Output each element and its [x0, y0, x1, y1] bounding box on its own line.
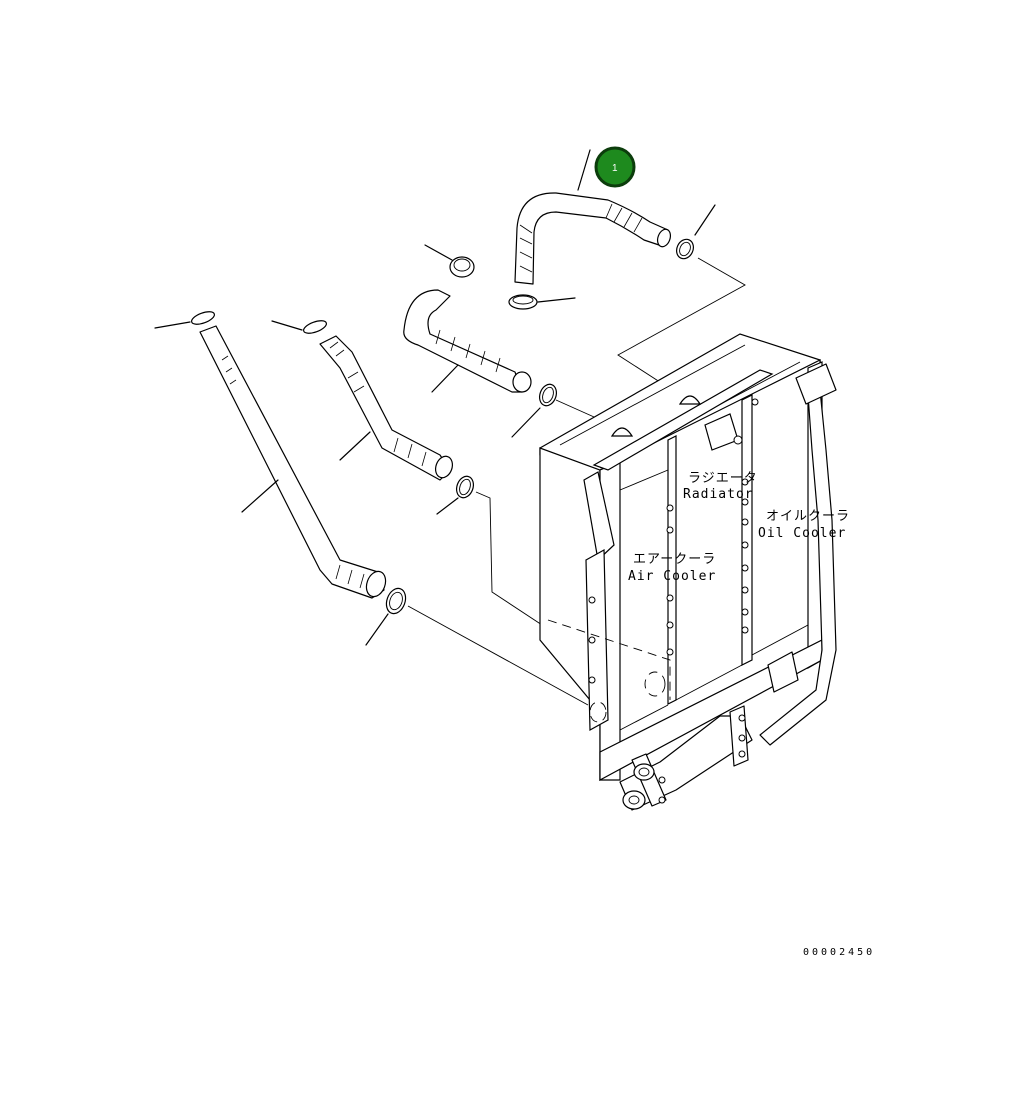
air-cooler-label-en: Air Cooler [628, 569, 716, 584]
oil-cooler-label-jp: オイルクーラ [766, 509, 850, 524]
callout-1-number: 1 [612, 163, 618, 174]
air-cooler-label-jp: エアークーラ [633, 552, 716, 567]
hose-clamp-b[interactable] [508, 294, 576, 310]
drawing-number: 00002450 [803, 947, 875, 958]
hose-clamp-e[interactable] [271, 318, 328, 336]
radiator-hose[interactable] [403, 289, 532, 393]
radiator-label-jp: ラジエータ [688, 471, 758, 486]
callout-1[interactable]: 1 [594, 146, 636, 188]
hose-clamp-h[interactable] [365, 586, 409, 646]
radiator-assembly[interactable] [539, 333, 837, 811]
hose-clamp-c[interactable] [424, 244, 475, 278]
upper-hose[interactable] [514, 149, 673, 285]
radiator-label-en: Radiator [683, 487, 754, 502]
long-hose[interactable] [199, 325, 389, 599]
air-cooler-hose[interactable] [319, 335, 455, 481]
hose-clamp-g[interactable] [154, 309, 216, 329]
hose-clamp-d[interactable] [511, 382, 559, 438]
oil-cooler-label-en: Oil Cooler [758, 526, 846, 541]
hose-clamp-f[interactable] [436, 474, 476, 515]
hose-clamp-a[interactable] [674, 204, 716, 261]
